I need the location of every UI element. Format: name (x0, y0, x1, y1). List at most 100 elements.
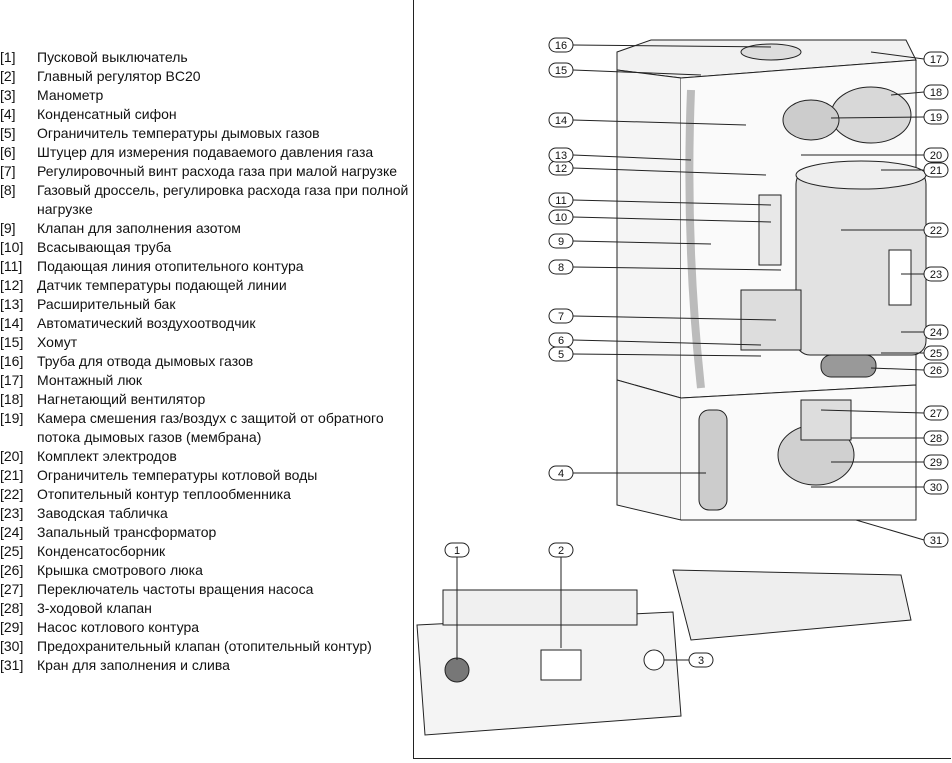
callout-leader-19 (830, 116, 925, 119)
legend-number: [6] (0, 144, 16, 160)
callout-bubble-8 (548, 259, 574, 275)
legend-number: [24] (0, 524, 24, 540)
legend-number: [1] (0, 49, 16, 65)
callout-bubble-9 (548, 233, 574, 249)
legend-item: [30]Предохранительный клапан (отопительн… (0, 637, 412, 656)
legend-text: Конденсатосборник (37, 543, 166, 559)
callout-bubble-20 (923, 147, 949, 163)
callout-label-12: 12 (555, 163, 567, 175)
legend-text: Монтажный люк (37, 372, 143, 388)
legend-text: Отопительный контур теплообменника (37, 486, 291, 502)
callout-bubble-17 (923, 51, 949, 67)
condensate-cover (820, 354, 877, 378)
legend-number: [28] (0, 600, 24, 616)
legend-number: [16] (0, 353, 24, 369)
callout-leader-18 (890, 91, 925, 96)
legend-item: [26]Крышка смотрового люка (0, 561, 412, 580)
legend-item: [16]Труба для отвода дымовых газов (0, 352, 412, 371)
callout-label-31: 31 (930, 535, 942, 547)
callout-leader-13 (572, 154, 692, 161)
callout-bubble-15 (548, 62, 574, 78)
legend-item: [6]Штуцер для измерения подаваемого давл… (0, 143, 412, 162)
legend-number: [9] (0, 220, 16, 236)
legend-item: [25] Конденсатосборник (0, 542, 412, 561)
legend-text: Главный регулятор BC20 (37, 68, 201, 84)
lower-housing (616, 379, 682, 521)
legend-text: Заводская табличка (37, 505, 168, 521)
callout-bubble-30 (923, 479, 949, 495)
callout-bubble-10 (548, 209, 574, 225)
legend-item: [1]Пусковой выключатель (0, 48, 412, 67)
legend-item: [8]Газовый дроссель, регулировка расхода… (0, 181, 412, 219)
legend-item: [19]Камера смешения газ/воздух с защитой… (0, 409, 412, 447)
legend-text: Нагнетающий вентилятор (37, 391, 206, 407)
legend-number: [22] (0, 486, 24, 502)
legend-text: Насос котлового контура (37, 619, 200, 635)
legend-text: Ограничитель температуры котловой воды (37, 467, 318, 483)
callout-bubble-1 (444, 542, 470, 558)
callout-label-5: 5 (558, 349, 564, 361)
callout-leader-31 (855, 519, 925, 541)
callout-leader-9 (572, 240, 712, 245)
callout-label-28: 28 (930, 433, 942, 445)
legend-number: [23] (0, 505, 24, 521)
legend-number: [11] (0, 258, 23, 274)
legend-text: Ограничитель температуры дымовых газов (37, 125, 320, 141)
callout-bubble-31 (923, 532, 949, 548)
legend-number: [14] (0, 315, 24, 331)
callout-leader-7 (572, 315, 777, 321)
callout-bubble-6 (548, 332, 574, 348)
callout-label-8: 8 (558, 262, 564, 274)
callout-label-9: 9 (558, 236, 564, 248)
callout-bubble-11 (548, 192, 574, 208)
callout-label-18: 18 (930, 87, 942, 99)
legend-number: [20] (0, 448, 24, 464)
legend-text: Датчик температуры подающей линии (37, 277, 287, 293)
legend-number: [17] (0, 372, 24, 388)
callout-leader-10 (572, 216, 772, 223)
legend-text: Кран для заполнения и слива (37, 657, 230, 673)
expansion-vessel (685, 89, 705, 389)
legend-text: Комплект электродов (37, 448, 177, 464)
legend-item: [23] Заводская табличка (0, 504, 412, 523)
callout-bubble-18 (923, 84, 949, 100)
legend-item: [18]Нагнетающий вентилятор (0, 390, 412, 409)
legend-item: [21] Ограничитель температуры котловой во… (0, 466, 412, 485)
legend-item: [24] Запальный трансформатор (0, 523, 412, 542)
rating-plate (888, 249, 912, 306)
legend-text: Предохранительный клапан (отопительный к… (37, 638, 372, 654)
callout-label-23: 23 (930, 269, 942, 281)
callout-label-13: 13 (555, 150, 567, 162)
callout-label-21: 21 (930, 165, 942, 177)
callout-label-24: 24 (930, 327, 942, 339)
flue-pipe-top (740, 43, 802, 61)
callout-label-4: 4 (558, 468, 564, 480)
boiler-housing (616, 69, 682, 399)
legend-text: 3-ходовой клапан (37, 600, 152, 616)
legend-number: [4] (0, 106, 16, 122)
heat-exchanger-top (795, 160, 927, 190)
legend-item: [7]Регулировочный винт расхода газа при … (0, 162, 412, 181)
legend-text: Конденсатный сифон (37, 106, 177, 122)
legend-number: [19] (0, 410, 24, 426)
mixing-chamber (782, 99, 840, 141)
callout-label-19: 19 (930, 112, 942, 124)
callout-label-26: 26 (930, 365, 942, 377)
callout-bubble-21 (923, 162, 949, 178)
legend-item: [20] Комплект электродов (0, 447, 412, 466)
legend-item: [12]Датчик температуры подающей линии (0, 276, 412, 295)
legend-text: Автоматический воздухоотводчик (37, 315, 256, 331)
callout-label-10: 10 (555, 212, 567, 224)
legend-item: [29] Насос котлового контура (0, 618, 412, 637)
callout-label-17: 17 (930, 54, 942, 66)
callout-bubble-27 (923, 405, 949, 421)
legend-number: [13] (0, 296, 24, 312)
legend-number: [21] (0, 467, 24, 483)
fan-unit (830, 86, 912, 144)
legend-item: [31]Кран для заполнения и слива (0, 656, 412, 675)
callout-label-6: 6 (558, 335, 564, 347)
legend-number: [29] (0, 619, 24, 635)
legend-number: [25] (0, 543, 24, 559)
legend-text: Запальный трансформатор (37, 524, 217, 540)
